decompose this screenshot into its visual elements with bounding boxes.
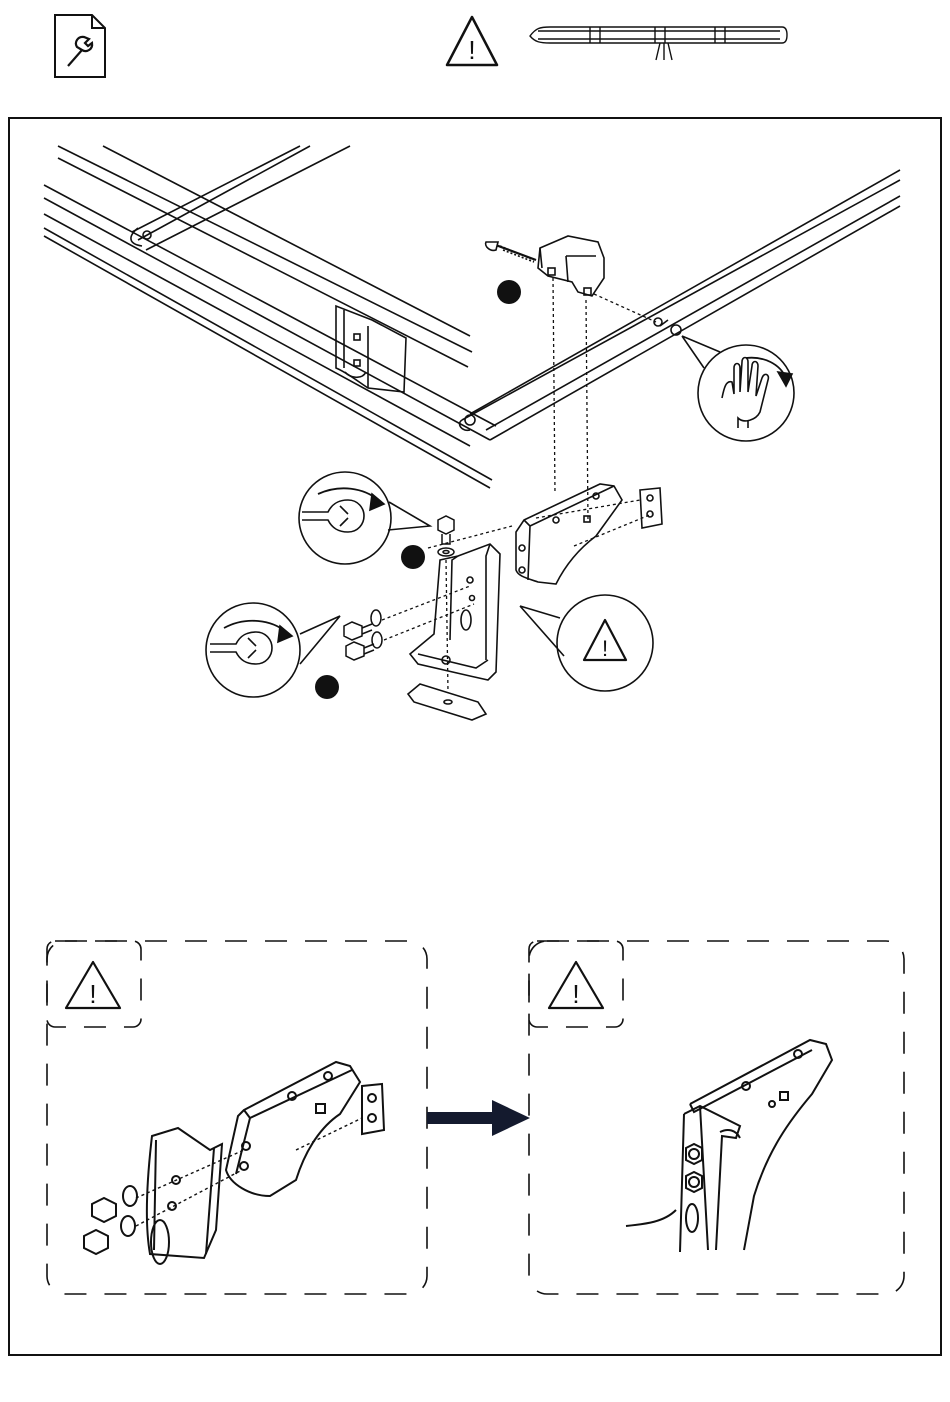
warning-triangle-icon: !: [447, 17, 497, 65]
warning-triangle-icon: !: [66, 962, 120, 1009]
hand-tighten-icon: [682, 336, 794, 441]
side-bolts: [344, 610, 382, 660]
bracket-exploded-detail: !: [47, 941, 427, 1294]
step-marker-1: [497, 280, 521, 304]
warning-callout: !: [520, 595, 653, 691]
angle-bracket: [516, 484, 662, 584]
exploded-bracket-drawing: [84, 1062, 384, 1264]
frame-rails-left: [44, 146, 496, 488]
step-marker-3: [315, 675, 339, 699]
bracket-assembled-detail: !: [529, 941, 904, 1294]
warning-exclamation: !: [602, 636, 608, 661]
tool-document-icon: [55, 15, 105, 77]
leg-bracket: [410, 544, 500, 680]
warning-exclamation: !: [572, 979, 579, 1009]
step-marker-2: [401, 545, 425, 569]
warning-exclamation: !: [89, 979, 96, 1009]
assembled-bracket-drawing: [626, 1040, 832, 1252]
frame-rail-icon: [530, 27, 787, 60]
frame-rail-right: [460, 170, 900, 440]
vertical-bolt: [438, 516, 454, 556]
guide-lines: [382, 278, 656, 692]
foot-pad: [408, 684, 486, 720]
warning-triangle-icon: !: [549, 962, 603, 1009]
transition-arrow: [427, 1100, 530, 1136]
warning-exclamation: !: [468, 35, 475, 65]
